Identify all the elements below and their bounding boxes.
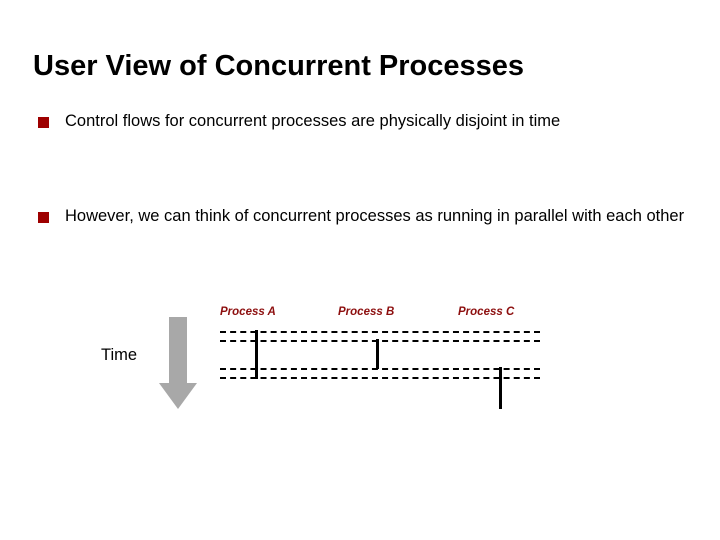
timeline-dashed-row-1 — [220, 331, 540, 333]
timeline-dashed-row-3 — [220, 368, 540, 370]
bullet-item-1-text: Control flows for concurrent processes a… — [65, 112, 561, 130]
page-title: User View of Concurrent Processes — [33, 50, 525, 82]
arrow-head — [159, 383, 197, 409]
process-b-label: Process B — [338, 306, 395, 318]
process-b-execution-bar — [376, 339, 379, 369]
time-axis-label: Time — [101, 346, 138, 364]
square-bullet-icon — [38, 212, 49, 223]
bullet-item-1: Control flows for concurrent processes a… — [36, 108, 686, 134]
arrow-shaft — [169, 317, 187, 383]
square-bullet-icon — [38, 117, 49, 128]
process-c-label: Process C — [458, 306, 515, 318]
timeline-dashed-row-4 — [220, 377, 540, 379]
process-c-execution-bar — [499, 367, 502, 409]
timeline-dashed-row-2 — [220, 340, 540, 342]
process-a-execution-bar — [255, 330, 258, 379]
process-a-label: Process A — [220, 306, 276, 318]
bullet-item-2-text: However, we can think of concurrent proc… — [65, 207, 685, 225]
time-down-arrow-icon — [159, 317, 197, 409]
bullet-item-2: However, we can think of concurrent proc… — [36, 203, 686, 229]
